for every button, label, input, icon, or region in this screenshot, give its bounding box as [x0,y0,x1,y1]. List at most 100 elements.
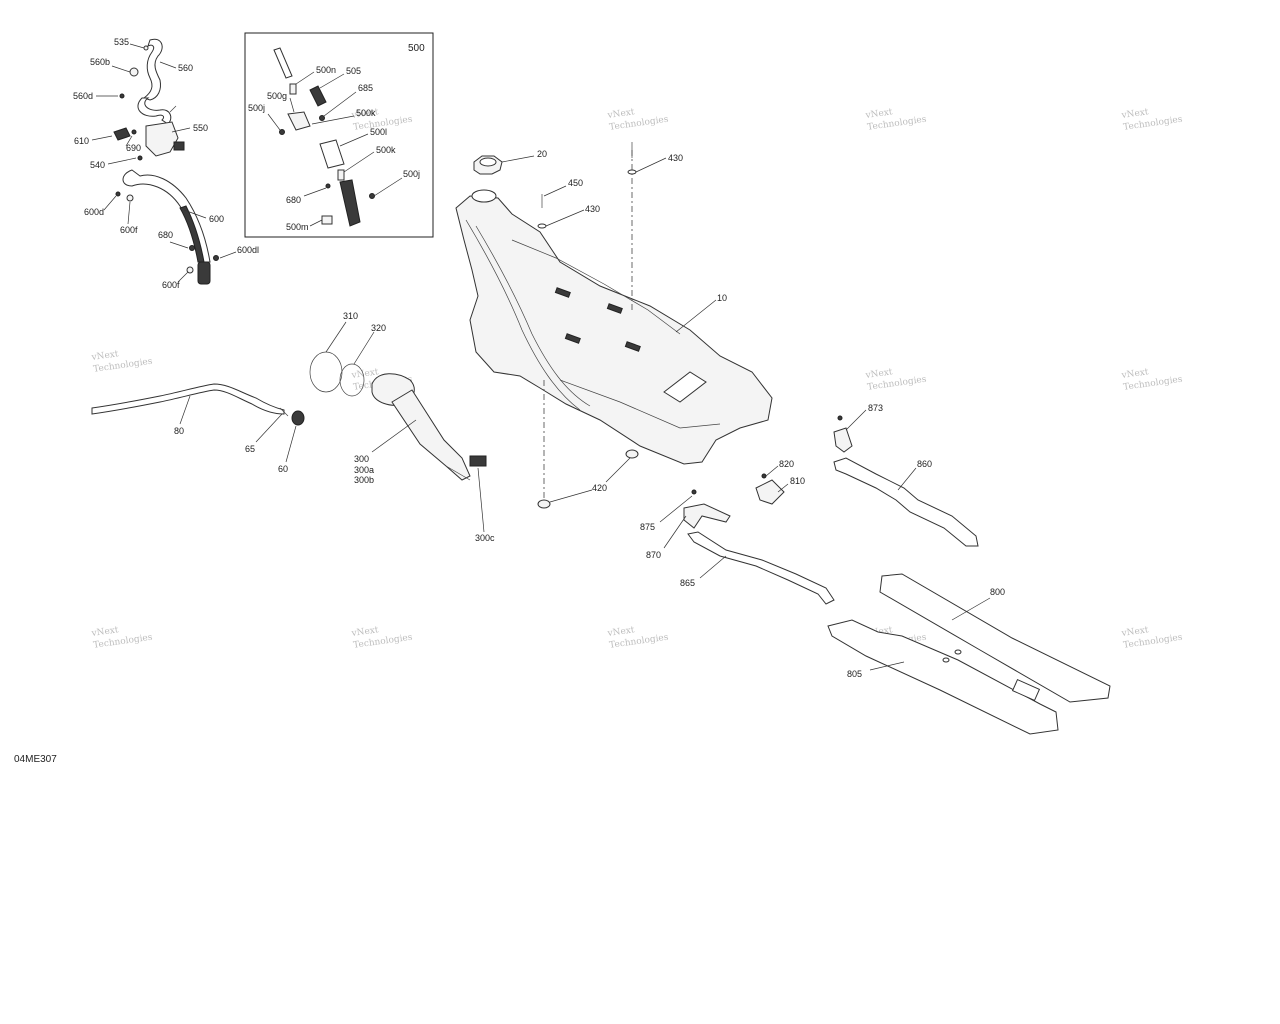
leader-60 [285,425,297,463]
fuel-cap-top [479,157,497,167]
leader-810 [777,483,789,493]
svg-text:vNext: vNext [90,625,119,639]
svg-text:vNext: vNext [606,625,635,639]
label-550: 550 [193,123,208,133]
leader-600f-a [127,201,131,225]
screw-550 [169,105,177,113]
label-873: 873 [868,403,883,413]
label-505: 505 [346,66,361,76]
fuel-pump-pad-300c [469,455,487,467]
leader-500g [289,97,295,113]
washer-430-top [627,169,637,175]
strap-860 [833,457,979,547]
label-430-a: 430 [668,153,683,163]
label-870: 870 [646,550,661,560]
fastener-690 [131,129,137,135]
label-875: 875 [640,522,655,532]
label-430-b: 430 [585,204,600,214]
grommet-420-b [537,499,551,509]
fastener-560b [129,67,139,77]
fastener-560d [119,93,125,99]
washer-430-side [537,223,547,229]
fuel-tank-slot-2 [606,303,623,314]
fuel-tank-upper-ridge [511,239,681,335]
fuel-tank-slot-3 [564,333,581,344]
label-500g: 500g [267,91,287,101]
fuel-tank-rail-inner [475,225,591,407]
plate-805-hole-2 [942,657,950,663]
screw-820 [761,473,767,479]
label-300: 300 [354,454,369,464]
inset-frame [244,32,434,238]
label-300c: 300c [475,533,495,543]
leader-685 [323,91,357,117]
filter-500l [319,139,345,169]
leader-300 [371,419,417,453]
leader-865 [699,555,727,579]
screw-875 [691,489,697,495]
leader-600f-b [177,271,189,283]
vent-valve-port [173,141,185,151]
watermark: vNext Technologies [350,625,413,651]
watermark: vNext Technologies [1120,107,1183,133]
fuel-pump-tube [445,465,471,481]
fastener-600f-lower [186,266,194,274]
watermark: vNext Technologies [864,367,927,393]
leader-80 [179,395,191,425]
leader-870 [663,515,687,549]
fitting-500n [289,83,297,95]
label-600d: 600d [84,207,104,217]
leader-875 [659,495,693,523]
label-60: 60 [278,464,288,474]
fitting-500k [337,169,345,181]
fastener-600f-upper [126,194,134,202]
vent-hose-elbow [137,97,172,125]
skid-plates [827,573,1111,735]
leader-800 [951,597,991,621]
leader-310 [325,321,347,353]
label-300a: 300a [354,465,374,475]
plate-805-hole [954,649,962,655]
leader-lines [91,43,991,671]
fastener-600d [115,191,121,197]
svg-text:vNext: vNext [864,367,893,381]
label-600f-a: 600f [120,225,138,235]
label-10: 10 [717,293,727,303]
clip-500m [321,215,333,225]
ring-310 [309,351,343,393]
bracket-870 [683,503,731,529]
clamp-610 [113,127,131,141]
leader-860 [897,467,917,491]
leader-320 [353,331,375,365]
label-680-a: 680 [158,230,173,240]
leader-500j-b [373,177,403,197]
plate-805 [827,619,1059,735]
leader-65 [255,413,283,443]
svg-text:vNext: vNext [90,349,119,363]
label-80: 80 [174,426,184,436]
fuel-tank-rail [465,219,581,411]
bracket-810 [755,479,785,505]
watermark: vNext Technologies [90,349,153,375]
leader-300c [477,467,485,533]
fastener-600dl [213,255,219,261]
label-500l: 500l [370,127,387,137]
support-brackets [683,415,979,605]
hose-505 [309,85,327,107]
label-560d: 560d [73,91,93,101]
bracket-873 [833,427,853,453]
svg-text:vNext: vNext [864,107,893,121]
leader-20 [501,155,535,163]
inset-title: 500 [408,43,425,54]
vent-hose-assembly [113,38,219,285]
leader-430-b [545,209,585,227]
fuel-tank-notch [663,371,707,403]
fuel-filter-tube [273,47,293,79]
leader-505 [319,73,345,89]
label-500j-b: 500j [403,169,420,179]
label-800: 800 [990,587,1005,597]
svg-text:vNext: vNext [1120,367,1149,381]
label-865: 865 [680,578,695,588]
vent-hose-end-fitting [197,261,211,285]
label-535: 535 [114,37,129,47]
